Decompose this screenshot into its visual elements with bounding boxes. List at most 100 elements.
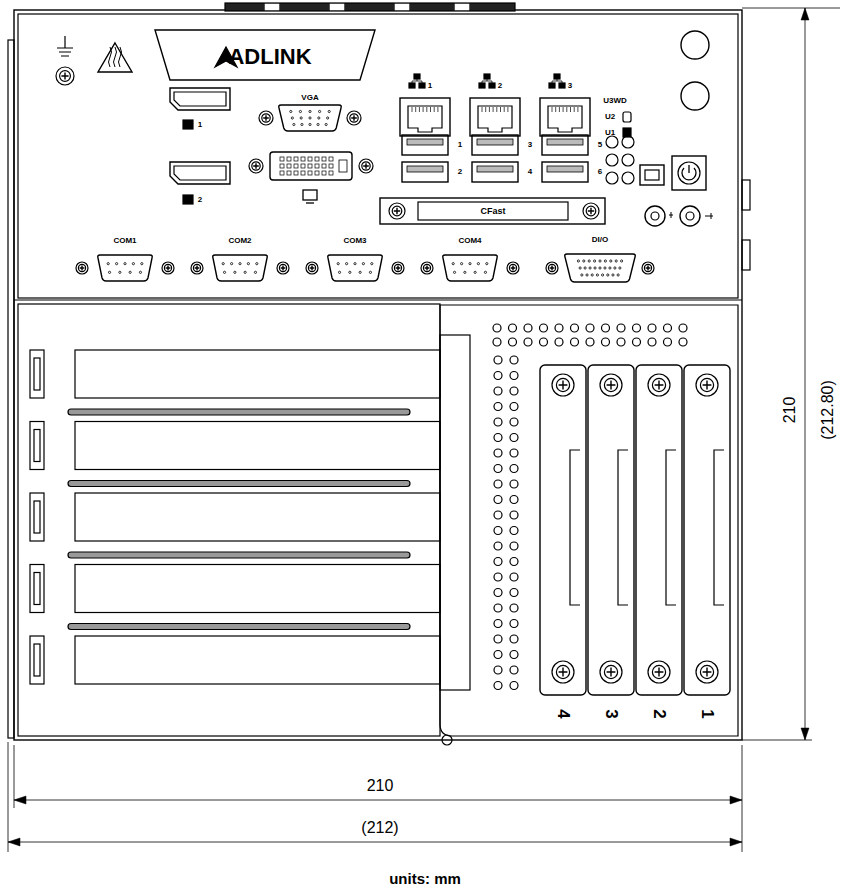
vent-hole xyxy=(510,604,518,612)
screw-head xyxy=(700,665,713,678)
slot-cover xyxy=(75,422,440,470)
screw-head xyxy=(259,111,273,125)
vent-hole xyxy=(664,324,672,332)
screw-cross xyxy=(559,668,568,677)
connector-pin xyxy=(291,117,293,119)
displayport-connector xyxy=(174,92,226,106)
usb-tongue xyxy=(407,139,443,145)
dvi-pin xyxy=(287,164,291,168)
vent-hole xyxy=(679,324,687,332)
dvi-pin xyxy=(301,164,305,168)
slot-bracket-tab xyxy=(30,636,44,684)
slot-bracket-hole xyxy=(34,358,40,390)
lan-contact xyxy=(489,107,490,112)
led-indicator xyxy=(606,154,618,166)
connector-pin xyxy=(223,271,225,273)
lan-contact xyxy=(493,107,494,112)
screw-head xyxy=(78,264,85,271)
dvi-pin xyxy=(280,164,284,168)
screw-head xyxy=(362,162,370,170)
vent-hole xyxy=(617,338,625,346)
screw-head xyxy=(556,378,569,391)
connector-pin xyxy=(586,274,588,276)
vent-hole xyxy=(510,434,518,442)
db26-connector xyxy=(565,254,636,282)
screw-cross xyxy=(511,266,516,271)
slot-cover xyxy=(75,493,440,541)
dvi-pin xyxy=(301,171,305,175)
vent-hole xyxy=(602,338,610,346)
audio-jack xyxy=(686,212,694,220)
network-icon xyxy=(559,83,565,88)
vent-hole xyxy=(494,480,502,488)
screw-head xyxy=(652,665,665,678)
connector-pin xyxy=(614,267,616,269)
screw-cross xyxy=(588,208,594,214)
screw-head xyxy=(308,264,315,271)
brand-logo-text: ADLINK xyxy=(228,46,311,68)
led-label: U2 xyxy=(605,113,615,121)
vent-hole xyxy=(494,666,502,674)
dimension-value: (212.80) xyxy=(820,380,836,440)
dvi-pin xyxy=(294,164,298,168)
card-guide-rail xyxy=(68,481,410,487)
mic-icon xyxy=(669,212,673,218)
dvi-pin xyxy=(294,157,298,161)
connector-pin xyxy=(609,267,611,269)
expansion-frame xyxy=(18,304,440,736)
logo-badge xyxy=(155,30,375,80)
vent-hole xyxy=(494,449,502,457)
slot-bracket-tab xyxy=(30,493,44,541)
dvi-pin xyxy=(294,171,298,175)
connector-pin xyxy=(132,263,134,265)
round-button xyxy=(681,82,709,110)
screw-cross xyxy=(655,381,664,390)
vent-hole xyxy=(494,434,502,442)
lan-contact xyxy=(426,107,427,112)
connector-pin xyxy=(369,271,371,273)
connector-pin xyxy=(309,110,311,112)
vent-hole xyxy=(509,338,517,346)
vent-hole xyxy=(494,356,502,364)
displayport-connector xyxy=(174,166,226,180)
connector-pin xyxy=(615,260,617,262)
slot-bracket-hole xyxy=(34,644,40,676)
lan-contact xyxy=(434,107,435,112)
dvi-pin xyxy=(322,164,326,168)
vent-hole xyxy=(510,511,518,519)
dvi-pin xyxy=(308,164,312,168)
usb-port xyxy=(402,135,448,155)
vent-hole xyxy=(510,372,518,380)
drive-bay-tray xyxy=(540,365,586,695)
power-button xyxy=(672,156,706,190)
vent-hole xyxy=(555,338,563,346)
heat-warning-triangle xyxy=(98,43,132,72)
db9-connector xyxy=(328,255,383,281)
vent-hole xyxy=(494,372,502,380)
slot-bracket-tab xyxy=(30,422,44,470)
port-number: 2 xyxy=(458,168,462,176)
bay-number: 1 xyxy=(699,709,716,718)
screw-head xyxy=(56,67,74,85)
screw-head xyxy=(394,264,401,271)
connector-pin xyxy=(359,271,361,273)
connector-pin xyxy=(584,267,586,269)
network-icon xyxy=(552,79,562,83)
vent-hole xyxy=(510,589,518,597)
connector-pin xyxy=(119,271,121,273)
vent-hole xyxy=(494,682,502,690)
drive-section-panel xyxy=(440,305,738,736)
card-divider xyxy=(440,335,470,690)
vent-hole xyxy=(664,338,672,346)
screw-cross xyxy=(559,381,568,390)
connector-pin xyxy=(337,263,339,265)
vent-hole xyxy=(571,324,579,332)
lan-contact xyxy=(574,107,575,112)
vent-hole xyxy=(510,651,518,659)
led-indicator xyxy=(606,172,618,184)
vent-hole xyxy=(586,338,594,346)
dimension-arrowhead xyxy=(801,8,809,20)
connector-pin xyxy=(254,271,256,273)
screw-head xyxy=(507,262,519,274)
